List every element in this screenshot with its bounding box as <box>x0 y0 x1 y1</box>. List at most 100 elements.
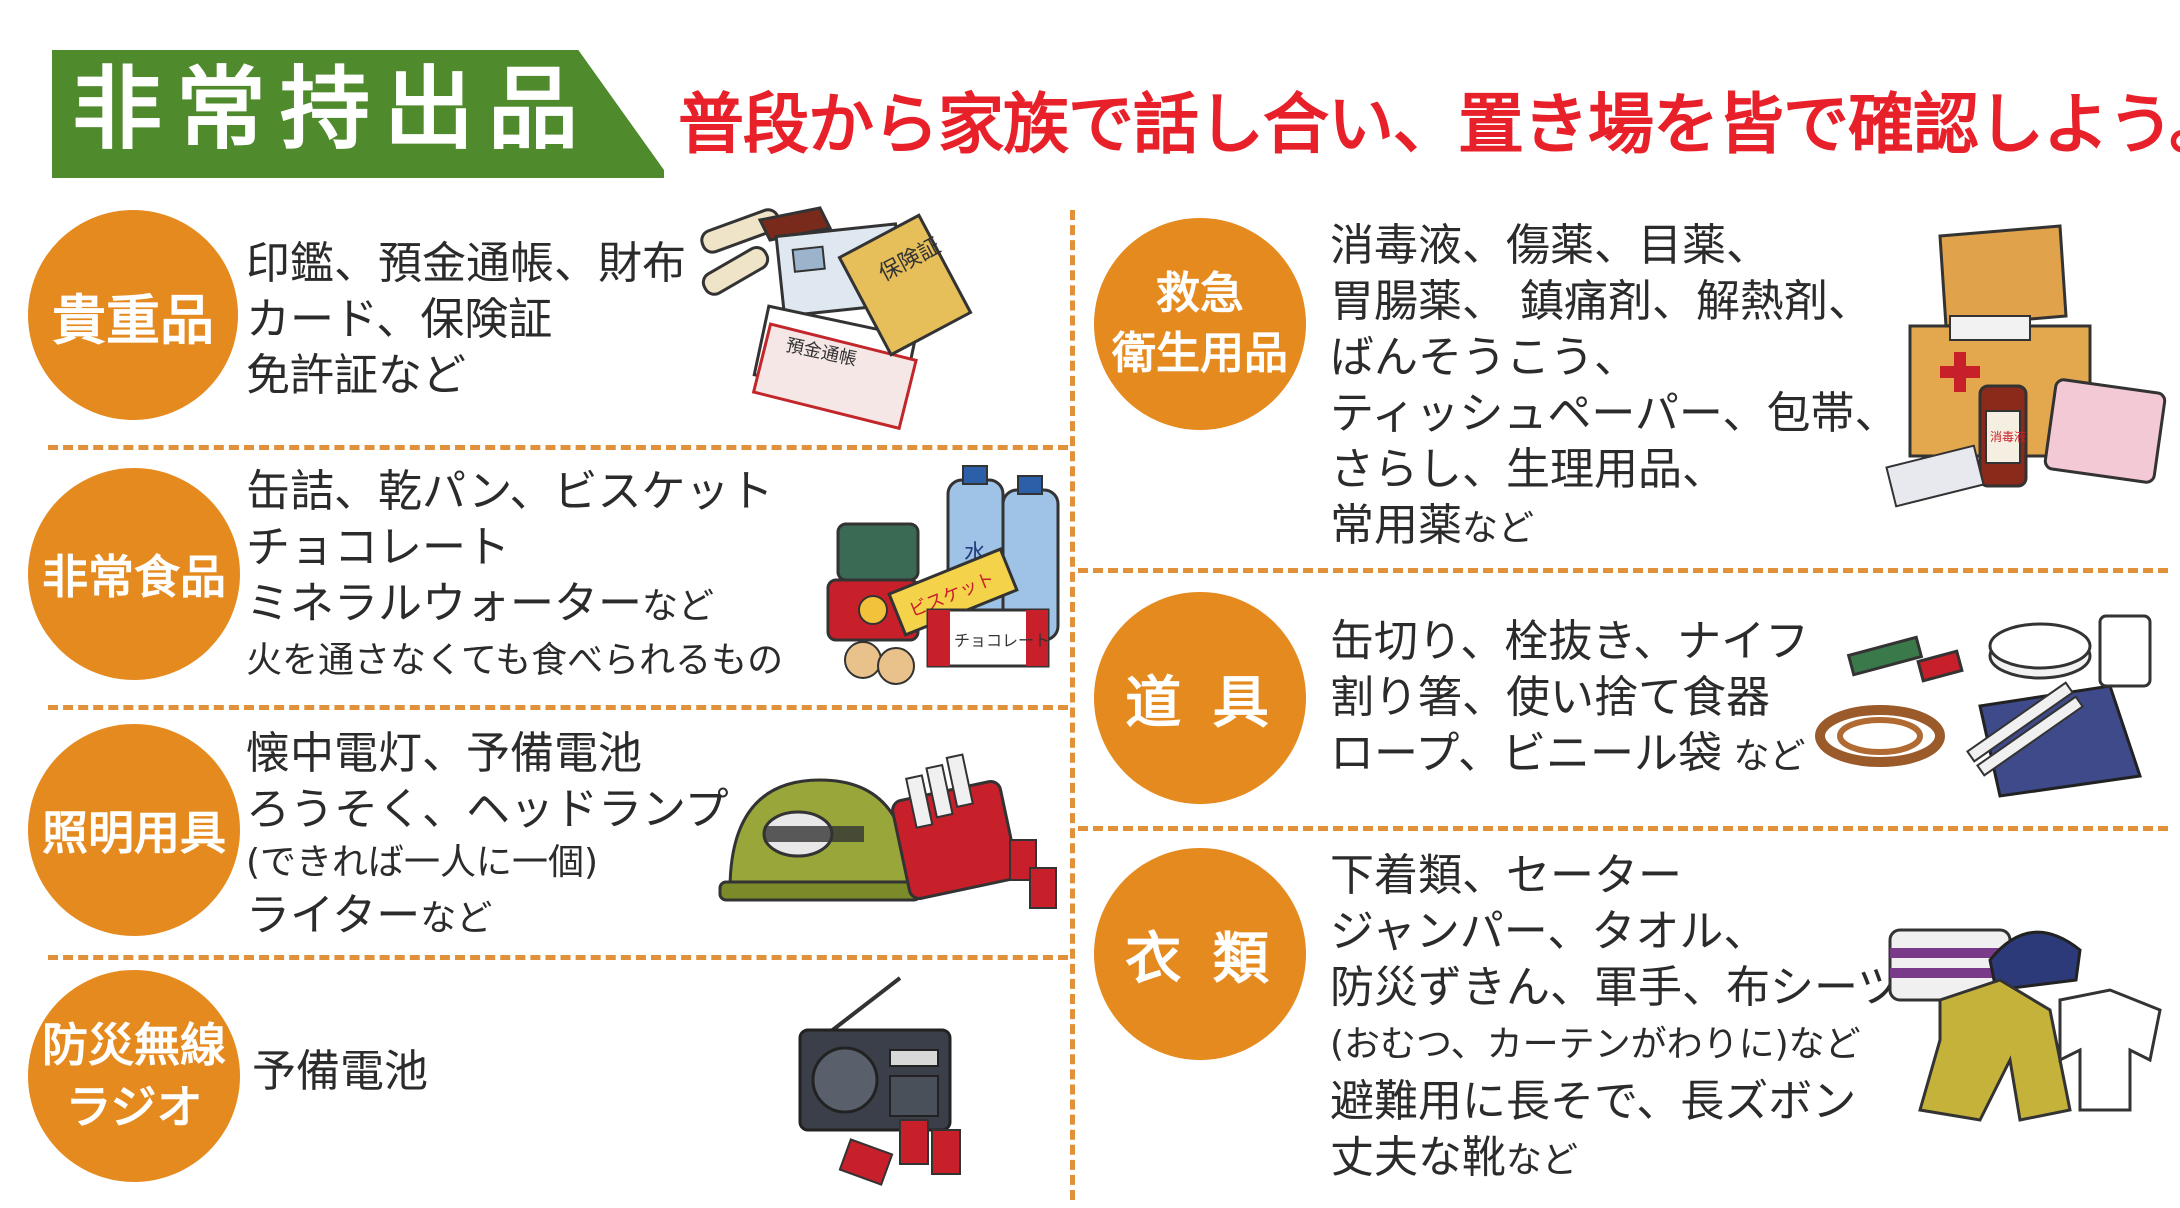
category-label: 衣 類 <box>1125 926 1275 992</box>
pill-pack-icon <box>1885 444 1985 508</box>
list-item: 予備電池 <box>252 1046 428 1097</box>
list-item: ばんそうこう、 <box>1330 332 1638 383</box>
towel-icon <box>2043 378 2167 484</box>
item-text: 丈夫な靴 <box>1330 1132 1506 1183</box>
battery-icon <box>838 1119 961 1186</box>
first-aid-illustration: 消毒液 <box>1885 224 2167 508</box>
lighting-illustration <box>718 753 1057 909</box>
divider-right-1 <box>1078 568 2168 573</box>
category-label-line: 防災無線 <box>42 1018 226 1072</box>
list-item: 印鑑、預金通帳、財布 <box>246 238 686 289</box>
chocolate-label: チョコレート <box>954 631 1050 650</box>
list-item: (できれば一人に一個) <box>246 842 599 883</box>
bankbook-icon: 預金通帳 <box>751 304 918 431</box>
category-lighting: 照明用具 <box>28 724 240 936</box>
item-text: ミネラルウォーター <box>246 578 642 629</box>
item-suffix: など <box>1462 508 1535 549</box>
list-item: 缶切り、栓抜き、ナイフ <box>1330 616 1810 667</box>
list-item: 下着類、セーター <box>1330 850 1682 901</box>
category-first-aid: 救急 衛生用品 <box>1094 218 1306 430</box>
list-item: 丈夫な靴など <box>1330 1130 1901 1189</box>
valuables-list: 印鑑、預金通帳、財布 カード、保険証 免許証など <box>246 236 686 404</box>
item-text: ライター <box>246 890 421 941</box>
cracker-icon <box>844 641 915 685</box>
divider-left-2 <box>48 705 1068 710</box>
page-title: 非常持出品 <box>72 57 592 162</box>
chopsticks-icon <box>1966 681 2084 777</box>
antenna-icon <box>828 976 902 1034</box>
battery-icon <box>1009 839 1057 909</box>
slogan: 普段から家族で話し合い、置き場を皆で確認しよう。 <box>678 86 2180 163</box>
list-item: チョコレート <box>246 522 510 573</box>
food-list: 缶詰、乾パン、ビスケット チョコレート ミネラルウォーターなど 火を通さなくても… <box>246 464 783 687</box>
radio-list: 予備電池 <box>252 1044 428 1100</box>
list-item: さらし、生理用品、 <box>1330 444 1726 495</box>
disinfectant-bottle-icon: 消毒液 <box>1978 384 2028 488</box>
item-suffix: など <box>642 586 715 627</box>
list-item: (おむつ、カーテンがわりに)など <box>1330 1024 1861 1065</box>
list-item: 免許証など <box>246 350 466 401</box>
shirt-icon <box>2058 988 2162 1112</box>
plates-icon <box>1988 614 2152 688</box>
list-item: ミネラルウォーターなど <box>246 576 783 635</box>
category-label-line: 衛生用品 <box>1112 328 1288 379</box>
candle-pack-icon <box>891 753 1019 900</box>
rope-icon <box>1815 705 1945 767</box>
clothing-list: 下着類、セーター ジャンパー、タオル、 防災ずきん、軍手、布シーツ (おむつ、カ… <box>1330 848 1901 1189</box>
list-item: 常用薬など <box>1330 498 1898 557</box>
category-radio: 防災無線 ラジオ <box>28 970 240 1182</box>
category-label-line: ラジオ <box>65 1080 203 1134</box>
list-item: ろうそく、ヘッドランプ <box>246 784 729 835</box>
list-item: ロープ、ビニール袋 など <box>1330 726 1809 785</box>
category-label: 非常食品 <box>42 550 226 604</box>
item-suffix: など <box>1722 736 1806 777</box>
knife-icon <box>1846 635 1964 683</box>
list-item: 避難用に長そで、長ズボン <box>1330 1076 1857 1127</box>
lighting-list: 懐中電灯、予備電池 ろうそく、ヘッドランプ (できれば一人に一個) ライターなど <box>246 726 729 947</box>
disinfectant-label: 消毒液 <box>1990 429 2026 444</box>
column-divider <box>1070 210 1075 1200</box>
category-valuables: 貴重品 <box>28 210 238 420</box>
category-tools: 道 具 <box>1094 592 1306 804</box>
clothing-illustration <box>1888 928 2162 1122</box>
divider-left-3 <box>48 955 1068 960</box>
insurance-card-icon: 保険証 <box>837 213 973 357</box>
radio-illustration <box>798 976 961 1186</box>
list-item: ティッシュペーパー、包帯、 <box>1330 388 1899 439</box>
divider-right-2 <box>1078 826 2168 831</box>
category-label: 道 具 <box>1125 670 1275 736</box>
seal-stamp-icon <box>700 206 833 296</box>
food-illustration: 水 ビスケット チョコレート <box>826 465 1060 685</box>
item-text: ロープ、ビニール袋 <box>1330 728 1723 779</box>
jacket-icon <box>1918 978 2072 1122</box>
list-item: 割り箸、使い捨て食器 <box>1330 672 1770 723</box>
helmet-icon <box>718 778 922 902</box>
knit-hat-icon <box>1988 930 2082 992</box>
category-emergency-food: 非常食品 <box>28 468 240 680</box>
category-label-line: 救急 <box>1156 268 1244 319</box>
category-label: 貴重品 <box>52 288 214 352</box>
radio-icon <box>798 1028 952 1132</box>
valuables-illustration: 預金通帳 保険証 <box>700 206 973 431</box>
list-item: 火を通さなくても食べられるもの <box>246 640 784 681</box>
item-text: 常用薬 <box>1330 500 1462 551</box>
item-suffix: など <box>1506 1140 1579 1181</box>
list-item: 防災ずきん、軍手、布シーツ <box>1330 962 1902 1013</box>
divider-left-1 <box>48 445 1068 450</box>
title-banner <box>52 50 664 170</box>
category-clothing: 衣 類 <box>1094 848 1306 1060</box>
tools-illustration <box>1815 614 2152 798</box>
title-underline <box>52 170 664 178</box>
item-suffix: など <box>420 898 493 939</box>
tools-list: 缶切り、栓抜き、ナイフ 割り箸、使い捨て食器 ロープ、ビニール袋 など <box>1330 614 1809 785</box>
list-item: 胃腸薬、 鎮痛剤、解熱剤、 <box>1330 276 1872 327</box>
category-label: 照明用具 <box>42 806 226 860</box>
list-item: ジャンパー、タオル、 <box>1330 906 1768 957</box>
list-item: ライターなど <box>246 888 729 947</box>
list-item: 消毒液、傷薬、目薬、 <box>1330 220 1770 271</box>
first-aid-list: 消毒液、傷薬、目薬、 胃腸薬、 鎮痛剤、解熱剤、 ばんそうこう、 ティッシュペー… <box>1330 218 1898 557</box>
list-item: 懐中電灯、予備電池 <box>246 728 642 779</box>
list-item: カード、保険証 <box>246 294 553 345</box>
list-item: 缶詰、乾パン、ビスケット <box>246 466 774 517</box>
chocolate-icon: チョコレート <box>926 608 1050 668</box>
